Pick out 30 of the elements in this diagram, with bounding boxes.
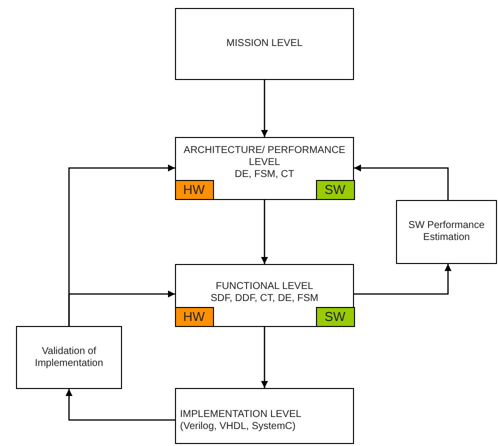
box-subtitle: DE, FSM, CT [234,169,294,181]
box-subtitle: (Verilog, VHDL, SystemC) [180,421,296,433]
tag-box [174,306,214,326]
box-title: Validation of Implementation [34,346,104,370]
process-box [396,200,497,264]
box-title: MISSION LEVEL [226,38,303,50]
box-subtitle: SDF, DDF, CT, DE, FSM [210,293,318,305]
level-box [175,264,354,327]
box-title: ARCHITECTURE/ PERFORMANCE LEVEL [182,145,346,169]
arrow [261,327,268,388]
box-title: SW Performance Estimation [407,220,486,244]
box-title: HW [183,308,205,324]
level-box [175,388,354,444]
arrow [354,264,452,295]
arrow [261,200,268,264]
tag-box [316,180,354,200]
arrow [66,389,175,421]
tag-box [316,306,354,326]
level-box [175,137,354,200]
box-title: HW [183,182,205,198]
tag-box [174,180,214,200]
arrow [68,290,175,326]
arrow [354,164,449,200]
box-title: FUNCTIONAL LEVEL [216,281,314,293]
box-title: SW [324,308,346,324]
arrow [261,80,268,137]
process-box [175,8,354,80]
box-title: SW [324,182,346,198]
process-box [16,326,122,389]
box-title: IMPLEMENTATION LEVEL [180,409,302,421]
